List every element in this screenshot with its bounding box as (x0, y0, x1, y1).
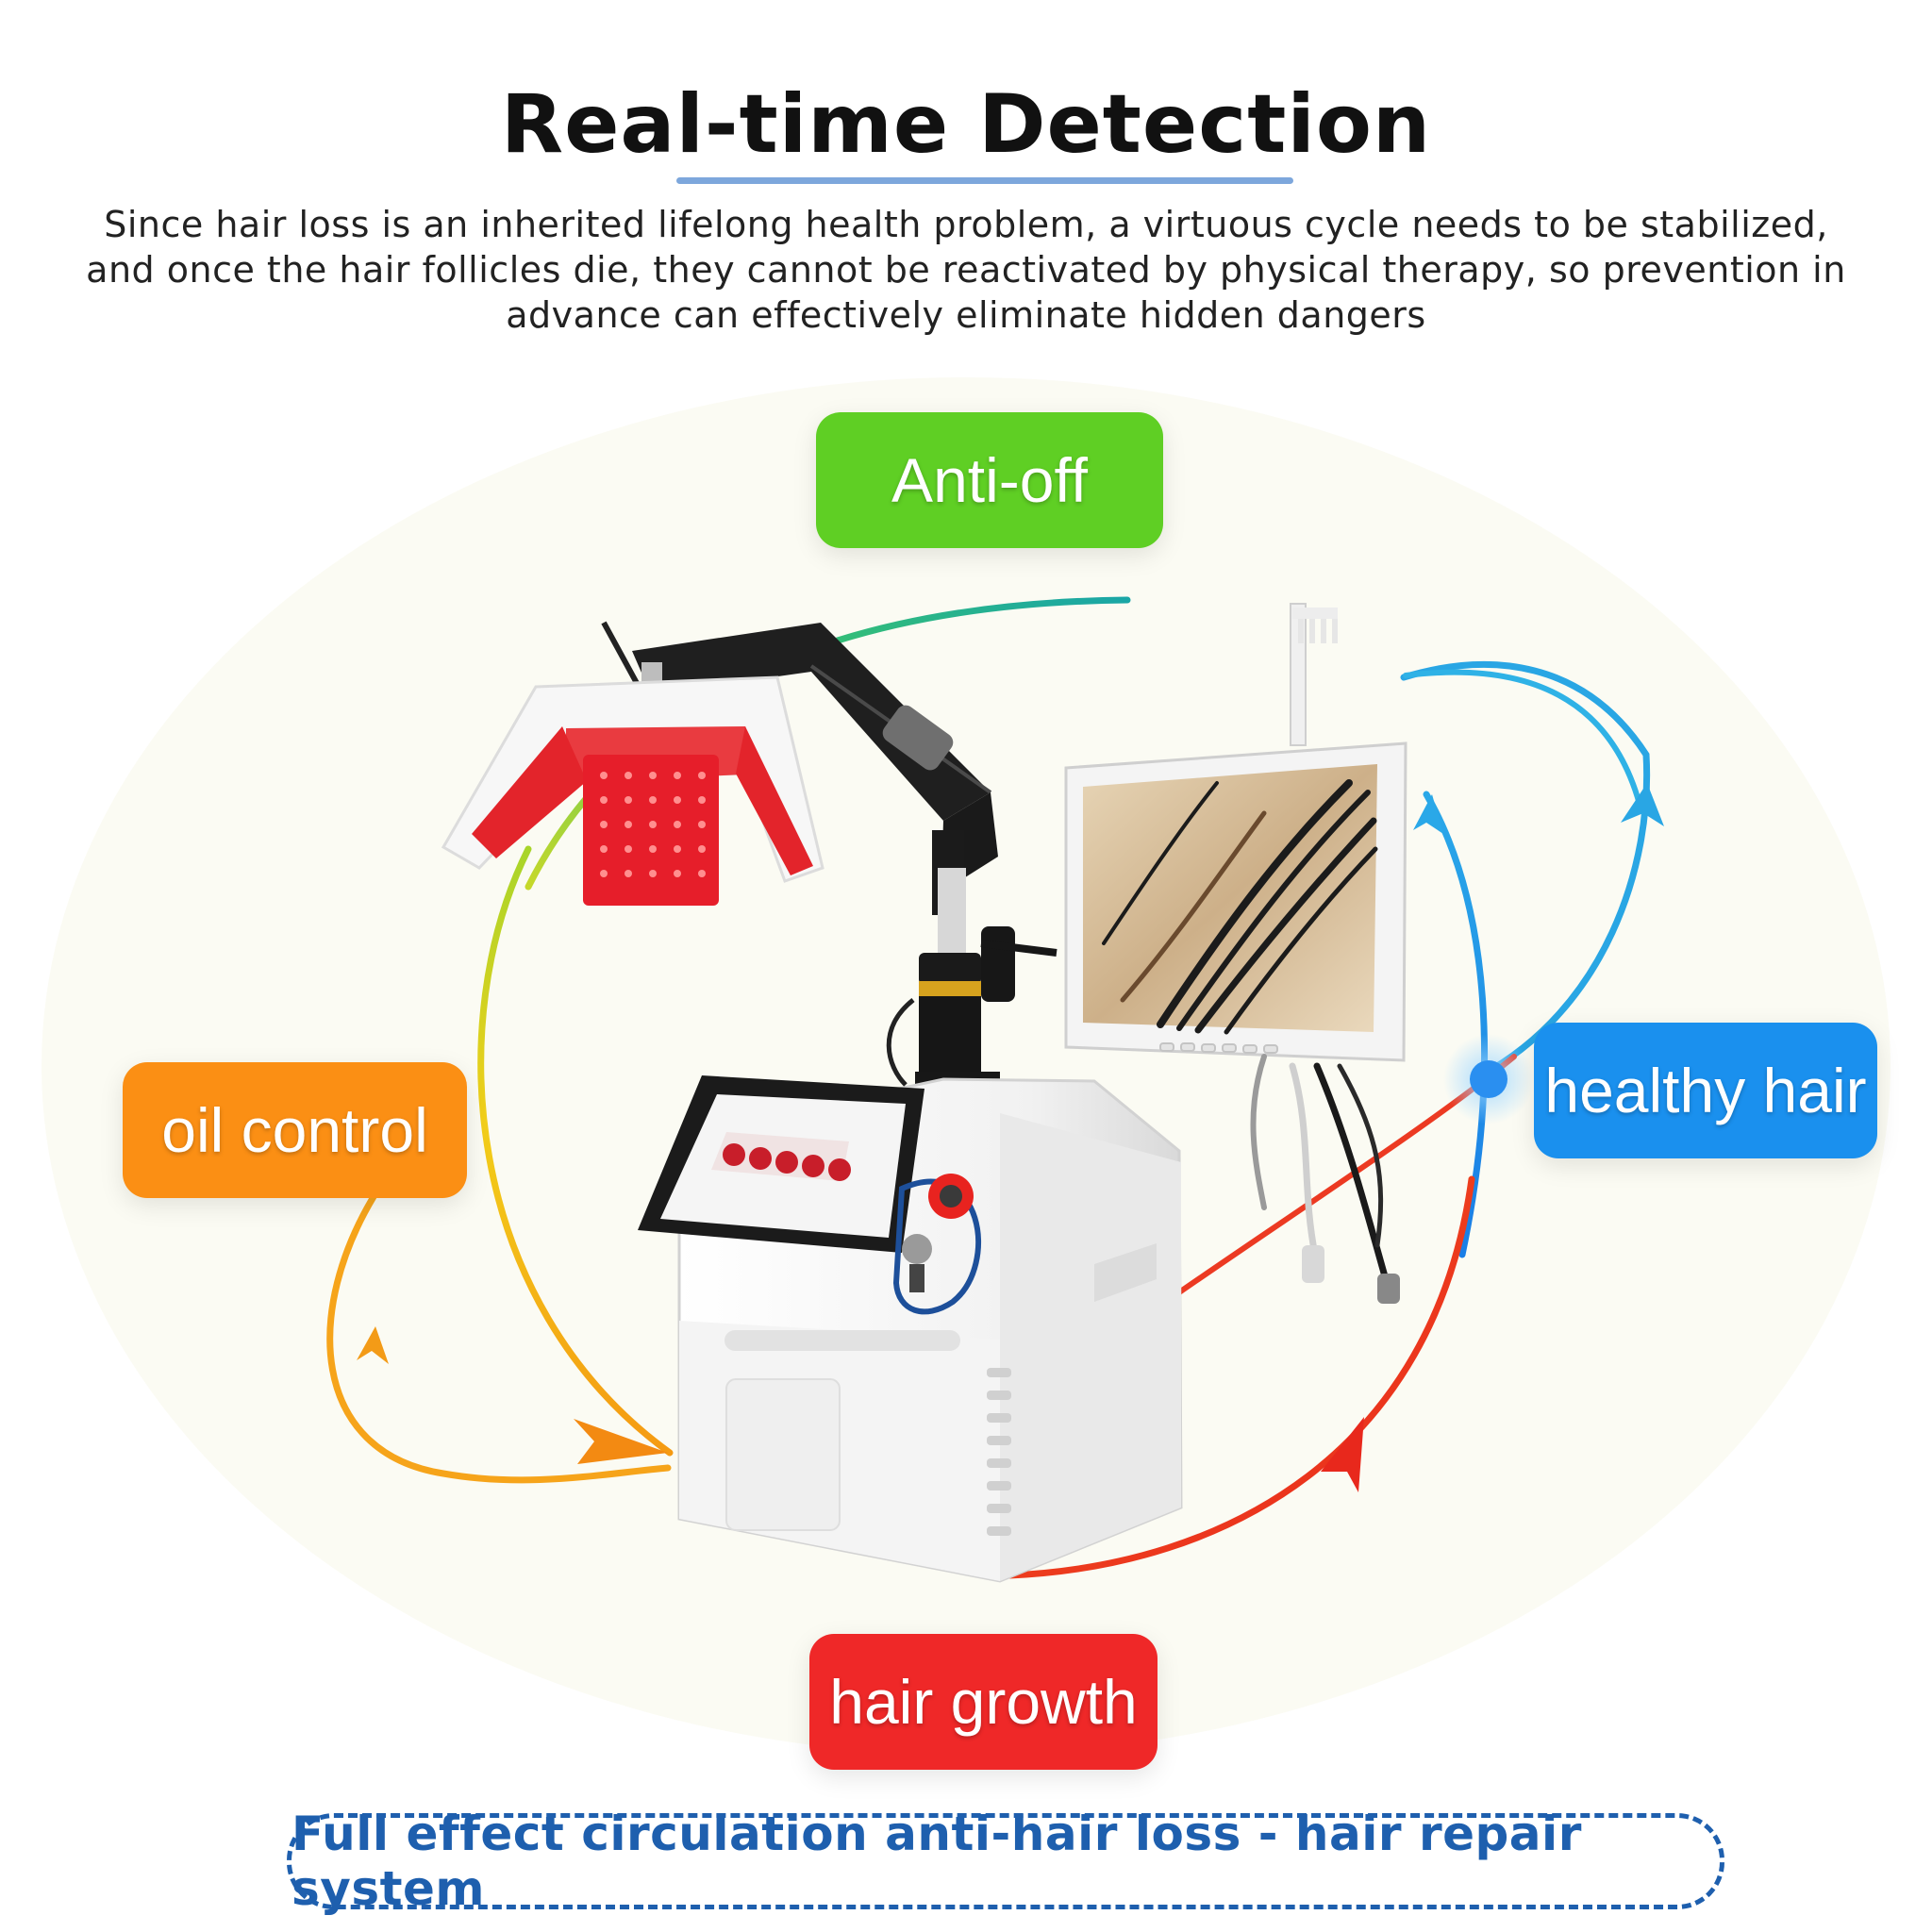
hair-laser-therapy-machine-icon (441, 621, 1183, 1583)
arc-right-blue-upper (1400, 661, 1651, 1079)
label-oil-control: oil control (123, 1062, 467, 1198)
page-title: Real-time Detection (500, 77, 1432, 172)
arrow-head-red (1321, 1417, 1364, 1492)
touch-screen (638, 1075, 924, 1253)
arrow-head-orange-bottom (574, 1419, 668, 1464)
monitor-buttons (1159, 1042, 1278, 1054)
footer-tagline: Full effect circulation anti-hair loss -… (287, 1807, 1724, 1916)
intro-paragraph: Since hair loss is an inherited lifelong… (86, 204, 1846, 336)
control-panel (892, 1174, 982, 1315)
arc-left-orange (326, 1187, 672, 1484)
title-underline (676, 177, 1293, 184)
scalp-detector-monitor-icon (1064, 603, 1407, 1304)
arrow-head-blue-top (1621, 783, 1664, 826)
arc-left-yellow (477, 845, 674, 1457)
label-healthy-hair: healthy hair (1534, 1023, 1877, 1158)
arc-top-right-blue (1403, 669, 1644, 814)
arrow-head-orange-left (357, 1326, 389, 1364)
laser-cap-panel (441, 662, 824, 906)
detector-probe (1290, 603, 1338, 746)
key-switch-icon (902, 1234, 932, 1264)
vent-slots (987, 1368, 1011, 1536)
hair-strands (1102, 779, 1378, 1035)
label-anti-off: Anti-off (816, 412, 1163, 548)
blue-node-icon (1470, 1060, 1507, 1098)
laser-diode-grid (600, 772, 706, 877)
arrow-head-blue-monitor (1413, 794, 1443, 834)
monitor-cables (1250, 1054, 1400, 1304)
label-hair-growth: hair growth (809, 1634, 1158, 1770)
arc-right-blue (1423, 791, 1489, 1258)
arc-bottom-red (1006, 1175, 1475, 1579)
